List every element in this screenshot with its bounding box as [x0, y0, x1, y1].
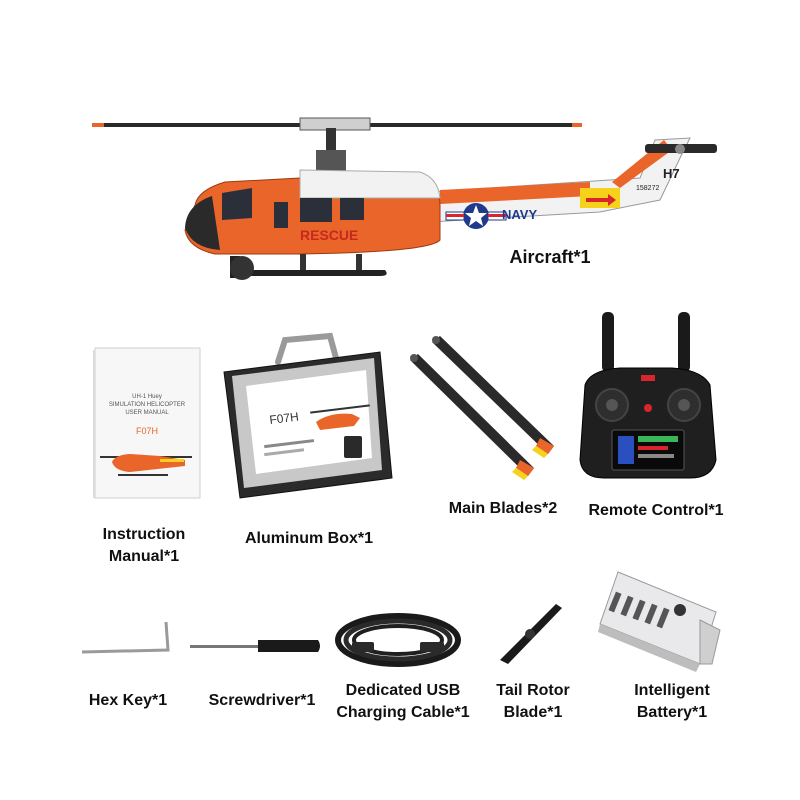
tail-label-line2: Blade*1 [503, 704, 563, 721]
aircraft-label: Aircraft*1 [509, 247, 591, 267]
battery-label-line1: Intelligent [634, 682, 710, 699]
helicopter-image: RESCUE NAVY H7 158272 [92, 117, 717, 280]
serial-text: 158272 [636, 185, 659, 192]
manual-model: F07H [136, 426, 158, 436]
manual-label-line2: Manual*1 [108, 548, 180, 565]
manual-title-line1: UH-1 Huey [132, 394, 162, 400]
cable-label-line2: Charging Cable*1 [336, 704, 470, 721]
screwdriver-label: Screwdriver*1 [208, 692, 316, 709]
manual-label-line1: Instruction [102, 526, 186, 543]
hex-key-label: Hex Key*1 [88, 692, 168, 709]
remote-control-label: Remote Control*1 [588, 502, 724, 519]
manual-title-line2: SIMULATION HELICOPTER [109, 402, 186, 408]
battery-label-line2: Battery*1 [636, 704, 708, 721]
manual-title-line3: USER MANUAL [125, 410, 169, 416]
tail-rotor-blade-label: Tail Rotor Blade*1 [478, 680, 588, 724]
rescue-text: RESCUE [300, 227, 358, 243]
tail-label-line1: Tail Rotor [496, 682, 570, 699]
tail-code-text: H7 [663, 166, 680, 181]
navy-text: NAVY [502, 207, 537, 222]
battery-label: Intelligent Battery*1 [616, 680, 728, 724]
usb-cable-label: Dedicated USB Charging Cable*1 [330, 680, 476, 724]
box-model-text: F07H [269, 410, 300, 427]
instruction-manual-label: Instruction Manual*1 [80, 524, 208, 568]
cable-label-line1: Dedicated USB [345, 682, 461, 699]
main-blades-label: Main Blades*2 [448, 500, 558, 517]
aluminum-box-label: Aluminum Box*1 [244, 530, 373, 547]
